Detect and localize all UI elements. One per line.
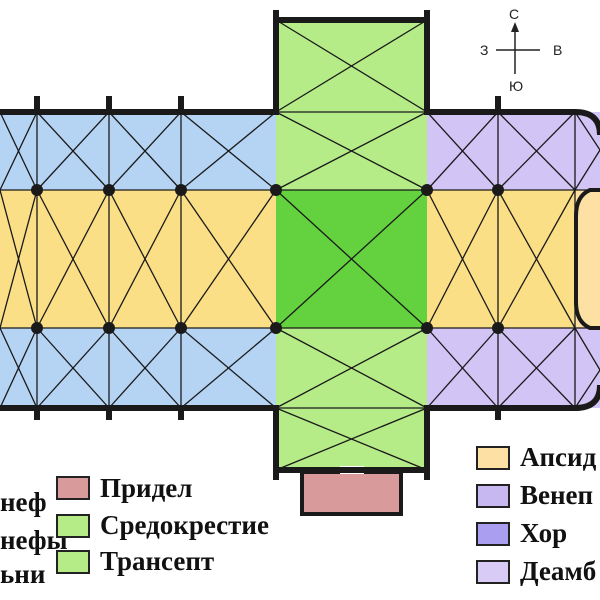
- north-aisle: [0, 112, 276, 190]
- side-chapel: [300, 470, 403, 516]
- buttress-stubs: [34, 10, 501, 480]
- south-aisle: [0, 328, 276, 408]
- compass-rose: С Ю З В: [480, 6, 562, 94]
- legend-label-chapel: Придел: [100, 473, 193, 503]
- nave: [0, 190, 276, 328]
- outer-walls: [0, 17, 600, 473]
- compass-east-label: В: [553, 42, 562, 58]
- legend-item-label: неф: [0, 487, 47, 517]
- legend-swatch-chapel: [56, 476, 90, 500]
- legend-swatch-radiating-chapels: [476, 484, 510, 508]
- apse: [575, 190, 600, 328]
- vault-ribs: [0, 19, 600, 471]
- legend-label-radiating-chapels: Венеп: [520, 480, 594, 510]
- legend-label-ambulatory: Деамб: [520, 556, 597, 586]
- compass-south-label: Ю: [509, 78, 523, 94]
- legend-swatch-transept: [56, 550, 90, 574]
- legend-swatch-ambulatory: [476, 560, 510, 584]
- legend-swatch-crossing: [56, 514, 90, 538]
- legend-swatch-choir: [476, 522, 510, 546]
- legend-label-transept: Трансепт: [100, 546, 215, 576]
- north-ambulatory: [427, 112, 600, 190]
- legend-label-crossing: Средокрестие: [100, 510, 269, 540]
- compass-west-label: З: [480, 42, 488, 58]
- legend-item-label: ьни: [0, 559, 46, 589]
- piers: [31, 184, 504, 334]
- choir: [427, 190, 575, 328]
- legend-swatch-apse: [476, 446, 510, 470]
- south-ambulatory: [427, 328, 600, 408]
- legend-label-choir: Хор: [520, 518, 568, 548]
- legend-label-apse: Апсид: [520, 442, 597, 472]
- compass-north-label: С: [509, 6, 519, 22]
